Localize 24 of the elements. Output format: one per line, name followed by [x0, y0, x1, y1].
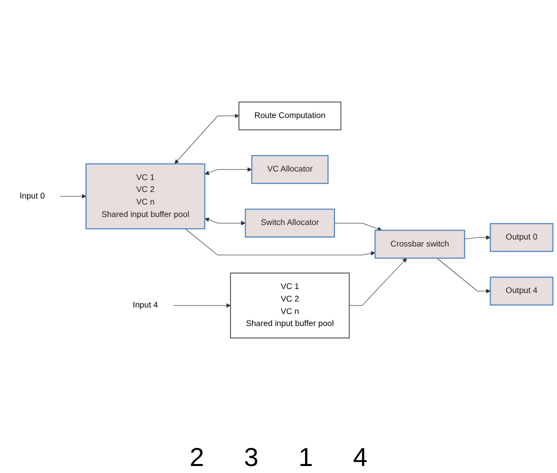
node-box: Crossbar switch [374, 230, 466, 259]
arrow [334, 222, 382, 232]
arrow [204, 218, 246, 226]
node-box: VC 1 VC 2 VC n Shared input buffer pool [230, 272, 350, 338]
node-box: Output 4 [490, 276, 554, 306]
node-box: Switch Allocator [244, 208, 335, 238]
arrow [204, 167, 252, 175]
node-box: Route Computation [238, 102, 342, 130]
region-number: 2 [190, 442, 204, 473]
arrow [349, 258, 407, 306]
arrow [174, 114, 240, 164]
node-text: Input 0 [20, 192, 45, 200]
arrow [60, 194, 86, 199]
node-box: VC 1 VC 2 VC n Shared input buffer pool [86, 163, 206, 230]
node-box: VC Allocator [251, 155, 329, 184]
arrow [173, 303, 231, 308]
region-number: 1 [298, 442, 313, 473]
node-box: Output 0 [490, 223, 554, 252]
arrow [436, 258, 491, 294]
region-number: 4 [352, 442, 368, 473]
arrow [185, 228, 376, 256]
region-number: 3 [244, 442, 258, 473]
node-text: Input 4 [132, 300, 158, 310]
arrow [464, 235, 491, 240]
